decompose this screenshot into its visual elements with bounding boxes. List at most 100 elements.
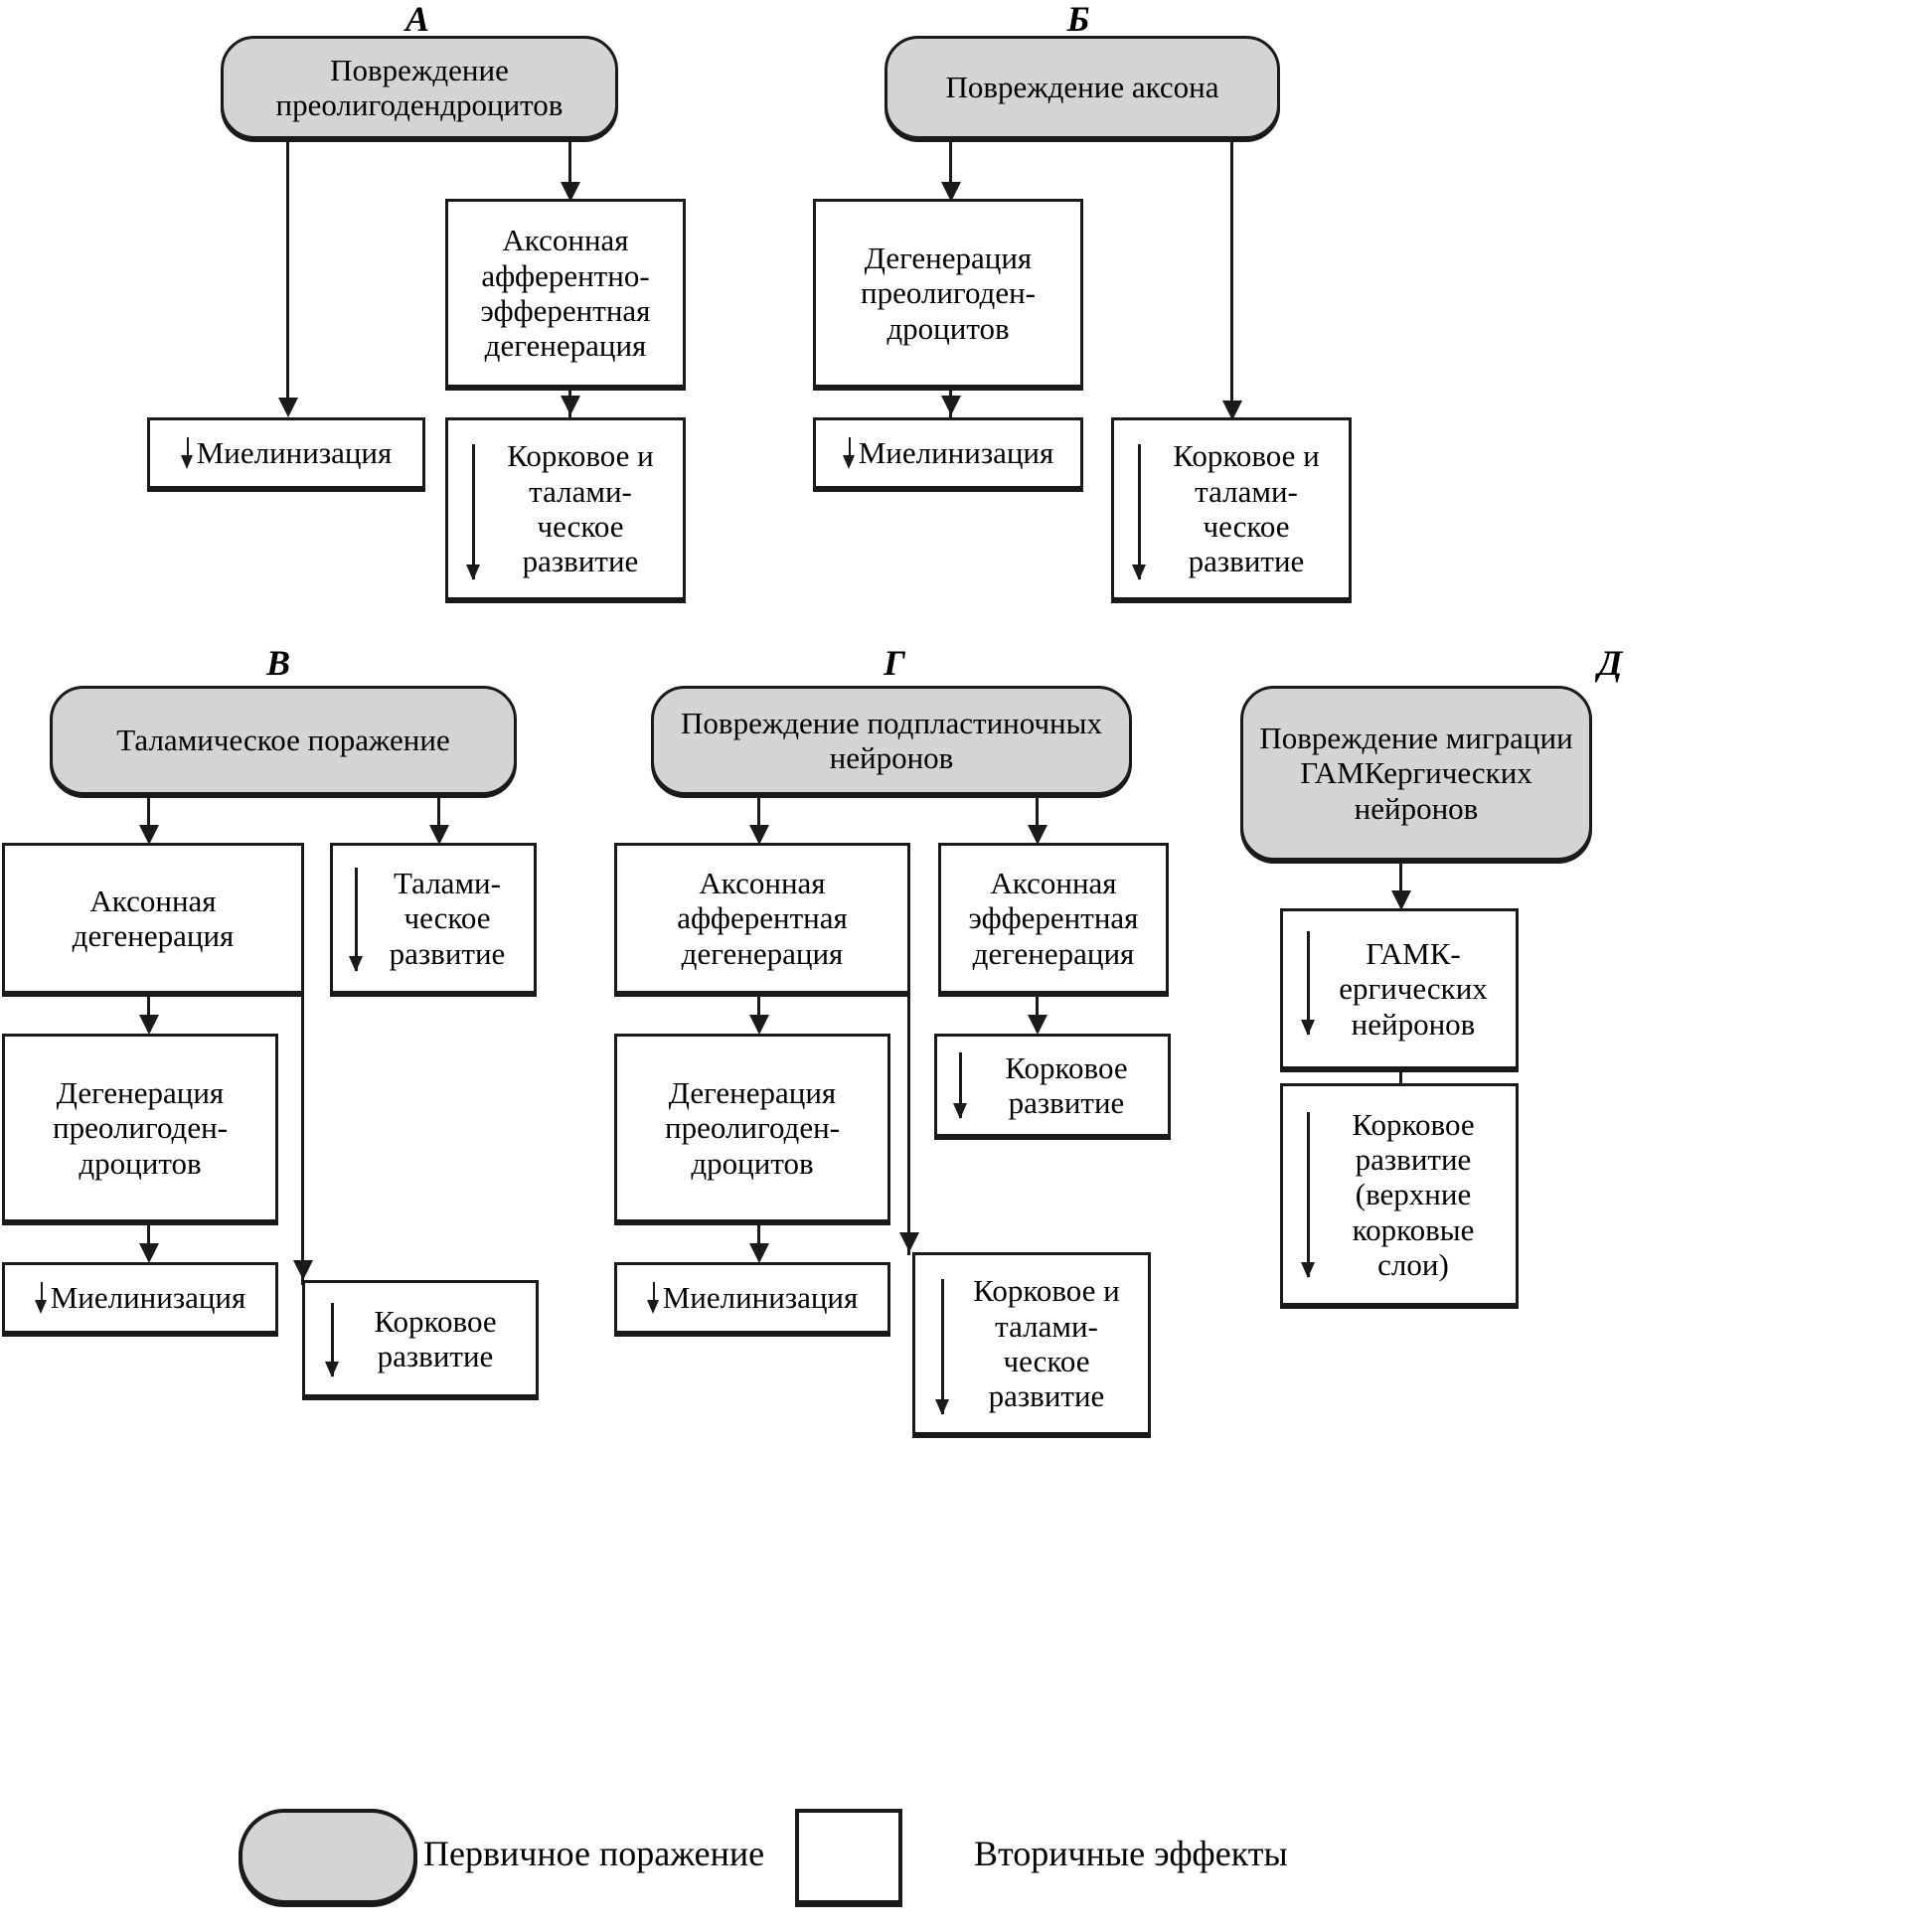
panel-v-axonal-node: Аксонная дегенерация [2, 843, 304, 994]
down-arrow-icon [953, 1052, 967, 1119]
arrowhead-d-gaba [1390, 890, 1411, 910]
panel-g-cortthal-label: Корковое и талами-ческое развитие [973, 1273, 1120, 1414]
arrowhead-a-myelin [277, 398, 298, 417]
panel-letter-a: А [404, 0, 429, 39]
panel-letter-d: Д [1597, 643, 1623, 683]
panel-g-efferent-label: Аксонная эфферентная дегенерация [968, 866, 1139, 971]
connector-g-efferent-to-cort [1036, 994, 1039, 1032]
down-arrow-icon [935, 1279, 949, 1415]
panel-letter-v: В [265, 643, 290, 683]
panel-g-cort-label: Корковое развитие [1005, 1049, 1128, 1120]
panel-a-axonal-node: Аксонная афферентно-эфферентная дегенера… [445, 199, 686, 388]
connector-v-primary-to-axonal [147, 795, 150, 839]
panel-a-cortthal-node: Корковое и талами-ческое развитие [445, 417, 686, 600]
connector-g-rail [907, 843, 910, 1255]
panel-g-cortthal-node: Корковое и талами-ческое развитие [912, 1252, 1151, 1435]
panel-a-axonal-label: Аксонная афферентно-эфферентная дегенера… [480, 223, 651, 364]
arrowhead-g-efferent [1027, 825, 1047, 845]
connector-g-afferent-to-degen [757, 994, 760, 1032]
arrowhead-v-myelin [138, 1243, 159, 1263]
panel-b-myelin-node: Миелинизация [813, 417, 1083, 489]
down-arrow-icon [1132, 444, 1146, 580]
panel-v-myelin-label: Миелинизация [27, 1280, 254, 1315]
arrowhead-v-cort [292, 1260, 313, 1280]
panel-b-degen-label: Дегенерация преолигоден-дроцитов [861, 241, 1036, 346]
panel-d-cort-node: Корковое развитие (верхние корковые слои… [1280, 1083, 1519, 1306]
down-arrow-icon [466, 444, 480, 580]
connector-v-primary-to-thal [437, 795, 440, 839]
panel-d-primary-label: Повреждение миграции ГАМКергических нейр… [1259, 721, 1573, 826]
down-arrow-icon [1301, 1112, 1315, 1278]
panel-g-degen-label: Дегенерация преолигоден-дроцитов [665, 1075, 840, 1181]
arrowhead-g-myelin [748, 1243, 769, 1263]
connector-a-primary-to-axonal [568, 139, 571, 187]
arrowhead-b-degen [940, 182, 961, 202]
panel-d-cort-label: Корковое развитие (верхние корковые слои… [1352, 1106, 1475, 1282]
panel-b-degen-node: Дегенерация преолигоден-дроцитов [813, 199, 1083, 388]
panel-d-gaba-label: ГАМК-ергических нейронов [1339, 936, 1488, 1042]
connector-g-degen-to-myelin [757, 1222, 760, 1260]
panel-letter-g: Г [884, 643, 905, 683]
arrowhead-v-thal [428, 825, 449, 845]
panel-a-primary-label: Повреждение преолигодендроцитов [275, 52, 564, 122]
panel-g-primary-label: Повреждение подпластиночных нейронов [681, 705, 1102, 775]
panel-g-myelin-node: Миелинизация [614, 1262, 890, 1334]
panel-g-myelin-label: Миелинизация [639, 1280, 867, 1315]
panel-d-primary-node: Повреждение миграции ГАМКергических нейр… [1240, 686, 1592, 861]
down-arrow-icon [1301, 931, 1315, 1036]
connector-d-gaba-to-cort [1399, 1069, 1402, 1085]
panel-b-cortthal-node: Корковое и талами-ческое развитие [1111, 417, 1352, 600]
arrowhead-v-axonal [138, 825, 159, 845]
panel-v-thal-label: Талами-ческое развитие [389, 866, 506, 971]
panel-b-myelin-label: Миелинизация [835, 435, 1062, 470]
panel-v-thal-node: Талами-ческое развитие [330, 843, 537, 994]
panel-v-myelin-node: Миелинизация [2, 1262, 278, 1334]
connector-a-primary-to-myelin [286, 139, 289, 402]
panel-v-axonal-label: Аксонная дегенерация [72, 883, 235, 953]
panel-g-afferent-label: Аксонная афферентная дегенерация [677, 866, 848, 971]
down-arrow-icon [181, 437, 195, 470]
arrowhead-g-degen [748, 1015, 769, 1035]
panel-v-degen-label: Дегенерация преолигоден-дроцитов [53, 1075, 228, 1181]
legend-primary-label: Первичное поражение [423, 1834, 765, 1873]
panel-g-efferent-node: Аксонная эфферентная дегенерация [938, 843, 1169, 994]
arrowhead-g-afferent [748, 825, 769, 845]
panel-a-primary-node: Повреждение преолигодендроцитов [221, 36, 618, 139]
arrowhead-a-cortthal [560, 396, 580, 415]
arrowhead-g-cortthal [898, 1232, 919, 1252]
panel-a-cortthal-label: Корковое и талами-ческое развитие [507, 438, 654, 579]
arrowhead-a-axonal [560, 182, 580, 202]
connector-g-primary-to-efferent [1036, 795, 1039, 839]
panel-b-primary-node: Повреждение аксона [885, 36, 1280, 139]
panel-d-gaba-node: ГАМК-ергических нейронов [1280, 908, 1519, 1069]
arrowhead-b-myelin [940, 396, 961, 415]
legend-primary-swatch [239, 1809, 417, 1904]
arrowhead-g-cort [1027, 1015, 1047, 1035]
connector-v-axonal-to-degen [147, 994, 150, 1032]
legend-secondary-label: Вторичные эффекты [974, 1834, 1288, 1873]
down-arrow-icon [325, 1303, 339, 1377]
panel-v-cort-label: Корковое развитие [374, 1303, 497, 1373]
panel-v-cort-node: Корковое развитие [302, 1280, 539, 1397]
connector-g-primary-to-afferent [757, 795, 760, 839]
connector-b-primary-to-cortthal [1230, 139, 1233, 407]
panel-b-primary-label: Повреждение аксона [945, 70, 1219, 105]
connector-d-primary-to-gaba [1399, 861, 1402, 904]
connector-v-degen-to-myelin [147, 1222, 150, 1260]
down-arrow-icon [349, 868, 363, 972]
panel-b-cortthal-label: Корковое и талами-ческое развитие [1173, 438, 1320, 579]
panel-g-cort-node: Корковое развитие [934, 1034, 1171, 1137]
down-arrow-icon [35, 1282, 49, 1315]
panel-g-afferent-node: Аксонная афферентная дегенерация [614, 843, 910, 994]
down-arrow-icon [843, 437, 857, 470]
connector-b-primary-to-degen [949, 139, 952, 187]
panel-v-primary-node: Таламическое поражение [50, 686, 517, 795]
panel-a-myelin-node: Миелинизация [147, 417, 425, 489]
arrowhead-b-cortthal [1221, 401, 1242, 420]
panel-v-degen-node: Дегенерация преолигоден-дроцитов [2, 1034, 278, 1222]
legend-secondary-swatch [795, 1809, 902, 1904]
panel-v-primary-label: Таламическое поражение [116, 723, 450, 758]
panel-g-degen-node: Дегенерация преолигоден-дроцитов [614, 1034, 890, 1222]
panel-a-myelin-label: Миелинизация [173, 435, 401, 470]
